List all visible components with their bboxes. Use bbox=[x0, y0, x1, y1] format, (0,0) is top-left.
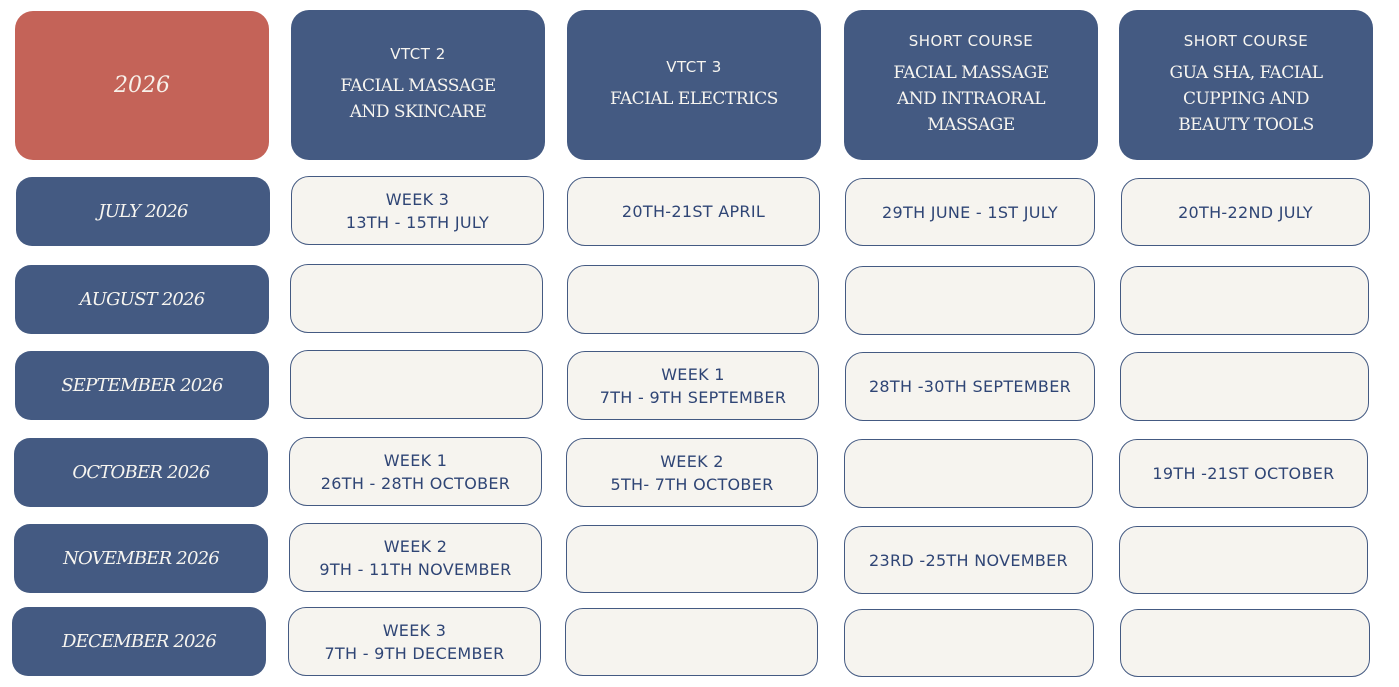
month-october: OCTOBER 2026 bbox=[14, 438, 268, 507]
schedule-slot bbox=[566, 525, 818, 593]
schedule-slot bbox=[845, 266, 1095, 335]
month-august: AUGUST 2026 bbox=[15, 265, 269, 334]
month-label: NOVEMBER 2026 bbox=[63, 548, 220, 569]
course-header-vtct3: VTCT 3 FACIAL ELECTRICS bbox=[567, 10, 821, 160]
year-label: 2026 bbox=[114, 73, 170, 98]
month-september: SEPTEMBER 2026 bbox=[15, 351, 269, 420]
slot-line2: 5TH- 7TH OCTOBER bbox=[610, 474, 774, 494]
schedule-slot: 20TH-22ND JULY bbox=[1121, 178, 1370, 246]
month-label: DECEMBER 2026 bbox=[62, 631, 217, 652]
month-label: OCTOBER 2026 bbox=[72, 462, 210, 483]
schedule-slot: WEEK 3 13TH - 15TH JULY bbox=[291, 176, 544, 245]
schedule-slot: 23RD -25TH NOVEMBER bbox=[844, 526, 1093, 594]
course-name: GUA SHA, FACIAL CUPPING AND BEAUTY TOOLS bbox=[1169, 63, 1323, 135]
schedule-slot: 20TH-21ST APRIL bbox=[567, 177, 820, 246]
course-type: SHORT COURSE bbox=[908, 32, 1034, 50]
slot-line2: 7TH - 9TH SEPTEMBER bbox=[599, 387, 787, 407]
course-name: FACIAL MASSAGE AND SKINCARE bbox=[340, 76, 496, 122]
slot-line2: 26TH - 28TH OCTOBER bbox=[320, 473, 511, 493]
slot-line1: WEEK 2 bbox=[383, 536, 448, 556]
slot-line2: 13TH - 15TH JULY bbox=[345, 212, 490, 232]
schedule-slot bbox=[1120, 609, 1370, 677]
schedule-slot bbox=[567, 265, 819, 334]
schedule-slot: WEEK 1 26TH - 28TH OCTOBER bbox=[289, 437, 542, 506]
month-november: NOVEMBER 2026 bbox=[14, 524, 268, 593]
month-label: JULY 2026 bbox=[98, 201, 188, 222]
schedule-slot: WEEK 1 7TH - 9TH SEPTEMBER bbox=[567, 351, 819, 420]
course-type: VTCT 3 bbox=[666, 58, 722, 76]
schedule-slot: WEEK 3 7TH - 9TH DECEMBER bbox=[288, 607, 541, 676]
schedule-slot bbox=[1119, 526, 1368, 594]
slot-line1: 23RD -25TH NOVEMBER bbox=[869, 550, 1068, 570]
schedule-slot bbox=[1120, 266, 1369, 335]
schedule-slot bbox=[1120, 352, 1369, 421]
slot-line1: WEEK 1 bbox=[383, 450, 448, 470]
schedule-slot bbox=[844, 439, 1093, 508]
slot-line1: 28TH -30TH SEPTEMBER bbox=[868, 377, 1072, 396]
month-december: DECEMBER 2026 bbox=[12, 607, 266, 676]
course-header-short-guasha: SHORT COURSE GUA SHA, FACIAL CUPPING AND… bbox=[1119, 10, 1373, 160]
course-header-vtct2: VTCT 2 FACIAL MASSAGE AND SKINCARE bbox=[291, 10, 545, 160]
slot-line1: 29TH JUNE - 1ST JULY bbox=[882, 202, 1058, 222]
month-label: SEPTEMBER 2026 bbox=[61, 375, 223, 396]
slot-line1: 20TH-21ST APRIL bbox=[621, 202, 766, 221]
schedule-slot: 28TH -30TH SEPTEMBER bbox=[845, 352, 1095, 421]
slot-line1: 19TH -21ST OCTOBER bbox=[1152, 464, 1335, 483]
month-label: AUGUST 2026 bbox=[79, 289, 206, 310]
slot-line1: WEEK 2 bbox=[660, 451, 724, 471]
schedule-slot bbox=[290, 350, 543, 419]
schedule-slot: 29TH JUNE - 1ST JULY bbox=[845, 178, 1095, 246]
course-type: SHORT COURSE bbox=[1183, 32, 1309, 50]
slot-line1: WEEK 3 bbox=[385, 189, 450, 209]
slot-line1: WEEK 3 bbox=[382, 620, 447, 640]
slot-line1: 20TH-22ND JULY bbox=[1178, 202, 1313, 222]
slot-line1: WEEK 1 bbox=[661, 364, 725, 384]
schedule-slot bbox=[844, 609, 1094, 677]
schedule-slot: WEEK 2 9TH - 11TH NOVEMBER bbox=[289, 523, 542, 592]
year-header: 2026 bbox=[15, 11, 269, 160]
course-name: FACIAL MASSAGE AND INTRAORAL MASSAGE bbox=[893, 63, 1049, 135]
schedule-slot bbox=[290, 264, 543, 333]
schedule-slot: 19TH -21ST OCTOBER bbox=[1119, 439, 1368, 508]
schedule-slot: WEEK 2 5TH- 7TH OCTOBER bbox=[566, 438, 818, 507]
slot-line2: 9TH - 11TH NOVEMBER bbox=[319, 559, 512, 579]
slot-line2: 7TH - 9TH DECEMBER bbox=[324, 643, 505, 663]
course-type: VTCT 2 bbox=[390, 45, 446, 63]
month-july: JULY 2026 bbox=[16, 177, 270, 246]
course-header-short-massage: SHORT COURSE FACIAL MASSAGE AND INTRAORA… bbox=[844, 10, 1098, 160]
course-name: FACIAL ELECTRICS bbox=[610, 89, 778, 109]
schedule-slot bbox=[565, 608, 818, 676]
